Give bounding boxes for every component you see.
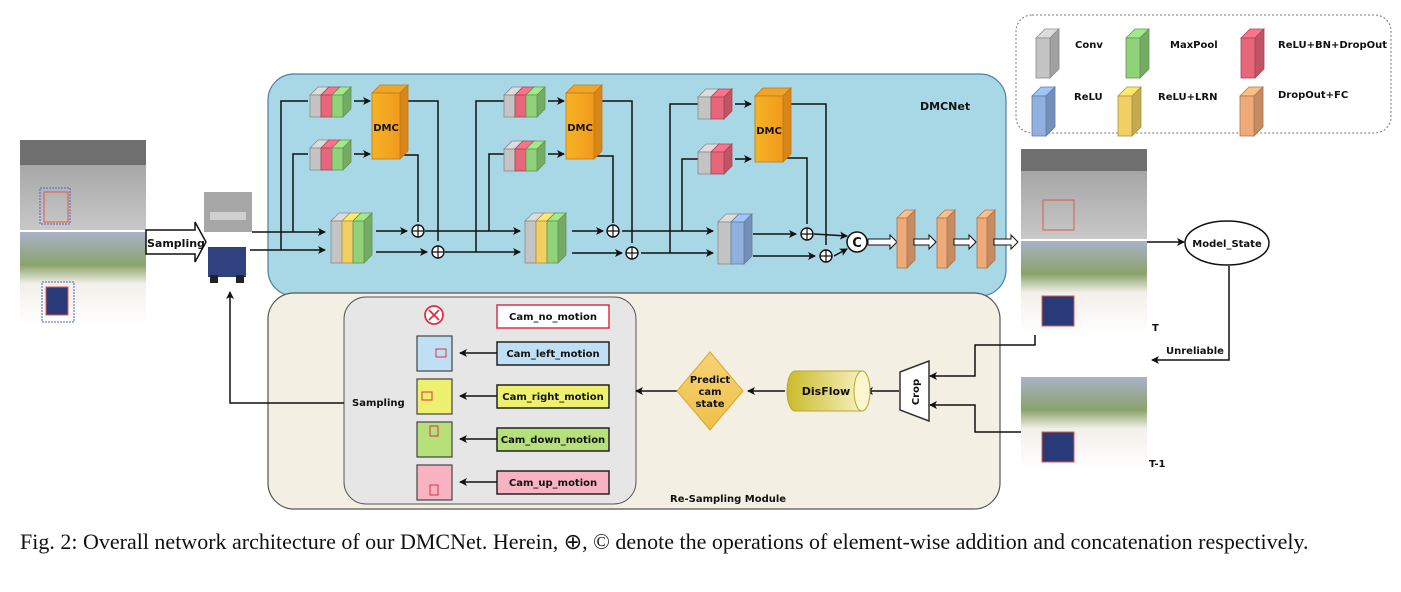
- motion-label: Cam_up_motion: [509, 478, 597, 489]
- motion-thumbnail: [416, 421, 453, 458]
- stage2-main-block: [524, 212, 567, 264]
- layer-1: [710, 143, 733, 175]
- frame-t-minus-1-label: T-1: [1149, 459, 1166, 470]
- dmcnet-title: DMCNet: [920, 100, 970, 113]
- motion-thumbnail: [416, 464, 453, 501]
- add-node-3: [606, 224, 620, 238]
- legend-label: Conv: [1075, 40, 1103, 51]
- legend-label: DropOut+FC: [1278, 90, 1348, 101]
- sampling-arrow: Sampling: [145, 221, 207, 263]
- fc-arrow-2: [913, 233, 937, 251]
- resampling-sampling-label: Sampling: [352, 398, 405, 409]
- dmcnet-wires: [250, 97, 848, 260]
- output-rgb-frame-t-minus-1: [1021, 377, 1147, 471]
- motion-thumbnail: [416, 335, 453, 372]
- layer-1: [710, 88, 733, 120]
- sampled-patches: [204, 192, 252, 283]
- stage1-main-block: [330, 212, 373, 264]
- motion-label: Cam_left_motion: [506, 349, 599, 360]
- legend-label: ReLU+LRN: [1158, 92, 1217, 103]
- add-node-1: [411, 224, 425, 238]
- legend-swatch-relu-bn-dropout: [1240, 28, 1265, 79]
- stage2-branch-top-block: [503, 86, 546, 118]
- crop-node: Crop: [899, 359, 930, 423]
- sampling-label: Sampling: [147, 237, 205, 250]
- frame-t-label: T: [1152, 323, 1159, 334]
- motion-cam-left-motion: Cam_left_motion: [416, 335, 610, 372]
- concat-node: C: [846, 231, 868, 253]
- layer-2: [525, 86, 546, 118]
- fc-layer-1: [896, 209, 916, 269]
- stage3-branch-top-block: [697, 88, 733, 120]
- motion-label: Cam_down_motion: [501, 435, 605, 446]
- stage3-main-block: [717, 213, 753, 265]
- predict-label-3: state: [695, 399, 724, 410]
- layer-1: [730, 213, 753, 265]
- stage2-branch-mid-block: [503, 140, 546, 172]
- fc-arrow-4: [993, 233, 1019, 251]
- predict-cam-state-node: Predict cam state: [676, 351, 744, 431]
- dmc-block-3: DMC: [754, 87, 792, 163]
- fc-layer-2: [936, 209, 956, 269]
- motion-label: Cam_no_motion: [509, 312, 597, 323]
- disflow-label: DisFlow: [802, 385, 850, 398]
- input-rgb-frame: [20, 232, 146, 326]
- motion-cam-down-motion: Cam_down_motion: [416, 421, 610, 458]
- fc-layer-3: [976, 209, 996, 269]
- model-state-label: Model_State: [1192, 239, 1262, 250]
- motion-cam-right-motion: Cam_right_motion: [416, 378, 610, 415]
- legend-label: ReLU+BN+DropOut: [1278, 40, 1387, 51]
- stage3-branch-mid-block: [697, 143, 733, 175]
- input-frames: [20, 140, 146, 326]
- dmc-block-1: DMC: [371, 84, 409, 160]
- layer-2: [525, 140, 546, 172]
- layer-2: [546, 212, 567, 264]
- legend-label: ReLU: [1074, 92, 1103, 103]
- layer-2: [352, 212, 373, 264]
- output-rgb-frame-t: [1021, 241, 1147, 335]
- add-node-5: [800, 227, 814, 241]
- dmc-label: DMC: [373, 123, 399, 134]
- legend-swatch-dropout-fc: [1239, 86, 1264, 137]
- legend-swatch-maxpool: [1125, 28, 1150, 79]
- legend-swatch-relu: [1031, 86, 1056, 137]
- legend-swatch-conv: [1035, 28, 1060, 79]
- crop-label: Crop: [911, 379, 922, 405]
- dmc-block-2: DMC: [565, 84, 603, 160]
- predict-label-2: cam: [698, 387, 721, 398]
- fc-arrow-1: [867, 233, 898, 251]
- motion-cam-no-motion: Cam_no_motion: [424, 304, 610, 329]
- model-state: Model_State Unreliable: [1147, 220, 1270, 364]
- add-node-2: [431, 245, 445, 259]
- predict-label-1: Predict: [690, 375, 731, 386]
- add-node-4: [625, 246, 639, 260]
- add-node-6: [819, 249, 833, 263]
- output-frames: T T-1: [1021, 149, 1166, 471]
- resampling-flow: [226, 291, 1036, 433]
- legend-swatch-relu-lrn: [1117, 86, 1142, 137]
- stage1-branch-top-block: [309, 86, 352, 118]
- stage1-branch-mid-block: [309, 139, 352, 171]
- motion-label: Cam_right_motion: [502, 392, 603, 403]
- fc-arrow-3: [953, 233, 977, 251]
- dmcnet-module: DMCNet: [267, 73, 1007, 297]
- layer-2: [331, 139, 352, 171]
- motion-cam-up-motion: Cam_up_motion: [416, 464, 610, 501]
- unreliable-label: Unreliable: [1166, 346, 1224, 357]
- legend-label: MaxPool: [1170, 40, 1218, 51]
- figure-caption: Fig. 2: Overall network architecture of …: [20, 529, 1309, 554]
- dmc-label: DMC: [756, 126, 782, 137]
- disflow-node: DisFlow: [786, 370, 871, 412]
- resampling-title: Re-Sampling Module: [670, 494, 786, 505]
- concat-symbol: C: [852, 236, 862, 251]
- dmc-label: DMC: [567, 123, 593, 134]
- motion-thumbnail: [416, 378, 453, 415]
- layer-2: [331, 86, 352, 118]
